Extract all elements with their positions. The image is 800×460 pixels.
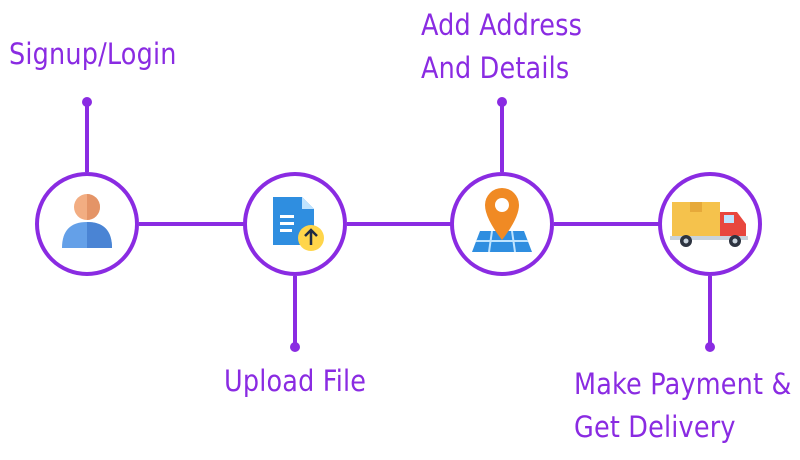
- step-4-label-line-2: Get Delivery: [574, 410, 736, 444]
- step-1-label-line-1: Signup/Login: [9, 37, 177, 71]
- step-1-label: Signup/Login: [9, 33, 177, 76]
- step-3-label-line-1: Add Address: [421, 8, 583, 42]
- step-4-label-line-1: Make Payment &: [574, 367, 792, 401]
- step-3-label-line-2: And Details: [421, 51, 570, 85]
- leader-dot-step-3: [497, 97, 507, 107]
- leader-dot-step-4: [705, 342, 715, 352]
- location-pin-icon: [472, 188, 532, 253]
- step-4-label: Make Payment & Get Delivery: [574, 363, 792, 449]
- file-upload-icon: [273, 197, 324, 251]
- leader-dot-step-2: [290, 342, 300, 352]
- user-icon: [62, 194, 112, 248]
- leader-dot-step-1: [82, 97, 92, 107]
- step-2-label-line-1: Upload File: [224, 364, 367, 398]
- step-3-label: Add Address And Details: [421, 4, 582, 90]
- delivery-truck-icon: [670, 202, 748, 247]
- step-2-label: Upload File: [224, 360, 366, 403]
